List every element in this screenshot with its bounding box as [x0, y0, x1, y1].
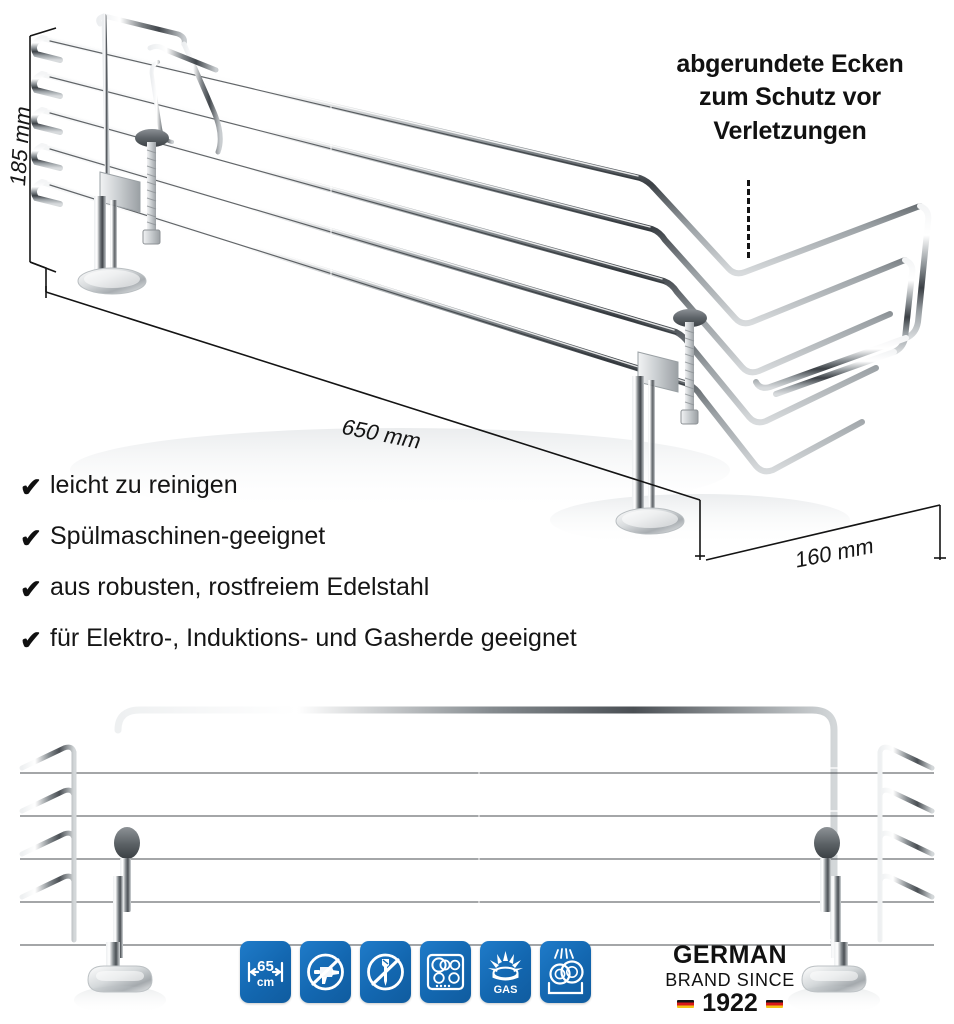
callout-line-2: zum Schutz vor	[699, 83, 881, 112]
ceramic-hob-icon	[420, 941, 471, 1003]
list-item: ✔ aus robusten, rostfreiem Edelstahl	[20, 574, 620, 602]
feature-list: ✔ leicht zu reinigen ✔ Spülmaschinen-gee…	[20, 472, 620, 676]
feature-label: leicht zu reinigen	[50, 471, 238, 499]
check-icon: ✔	[20, 574, 42, 604]
badge-year-row: 1922	[650, 991, 810, 1016]
german-flag-right-icon	[765, 999, 783, 1008]
badge-year: 1922	[702, 989, 758, 1017]
list-item: ✔ für Elektro-, Induktions- und Gasherde…	[20, 625, 620, 653]
icon-unit-cm: cm	[257, 975, 274, 989]
feature-label: für Elektro-, Induktions- und Gasherde g…	[50, 624, 577, 652]
list-item: ✔ Spülmaschinen-geeignet	[20, 523, 620, 551]
gas-burner-icon: GAS	[480, 941, 531, 1003]
check-icon: ✔	[20, 523, 42, 553]
clamp-front-left	[87, 827, 153, 993]
callout-line-3: Verletzungen	[713, 116, 867, 145]
no-drill-icon	[300, 941, 351, 1003]
feature-icon-strip: 65 cm	[240, 941, 591, 1003]
feature-label: aus robusten, rostfreiem Edelstahl	[50, 573, 430, 601]
check-icon: ✔	[20, 625, 42, 655]
list-item: ✔ leicht zu reinigen	[20, 472, 620, 500]
check-icon: ✔	[20, 472, 42, 502]
german-flag-left-icon	[677, 999, 695, 1008]
product-perspective-illustration	[29, 13, 946, 561]
icon-label-gas: GAS	[494, 984, 518, 996]
feature-label: Spülmaschinen-geeignet	[50, 522, 326, 550]
width-65cm-icon: 65 cm	[240, 941, 291, 1003]
clamp-left	[77, 129, 169, 295]
dishwasher-safe-icon	[540, 941, 591, 1003]
callout-line-1: abgerundete Ecken	[676, 50, 904, 78]
german-brand-badge: GERMAN BRAND SINCE 1922	[650, 943, 810, 1016]
dimension-label-height: 185 mm	[5, 103, 36, 189]
product-front-illustration	[12, 706, 942, 1014]
callout-rounded-corners: abgerundete Ecken zum Schutz vor Verletz…	[640, 48, 940, 148]
icon-value-65: 65	[257, 958, 274, 975]
dimension-lines	[29, 27, 946, 561]
clamp-front-right	[801, 827, 867, 993]
no-screw-icon	[360, 941, 411, 1003]
badge-line-brand-since: BRAND SINCE	[665, 970, 795, 990]
callout-leader-dashed-line	[747, 180, 750, 258]
badge-line-german: GERMAN	[672, 941, 788, 969]
